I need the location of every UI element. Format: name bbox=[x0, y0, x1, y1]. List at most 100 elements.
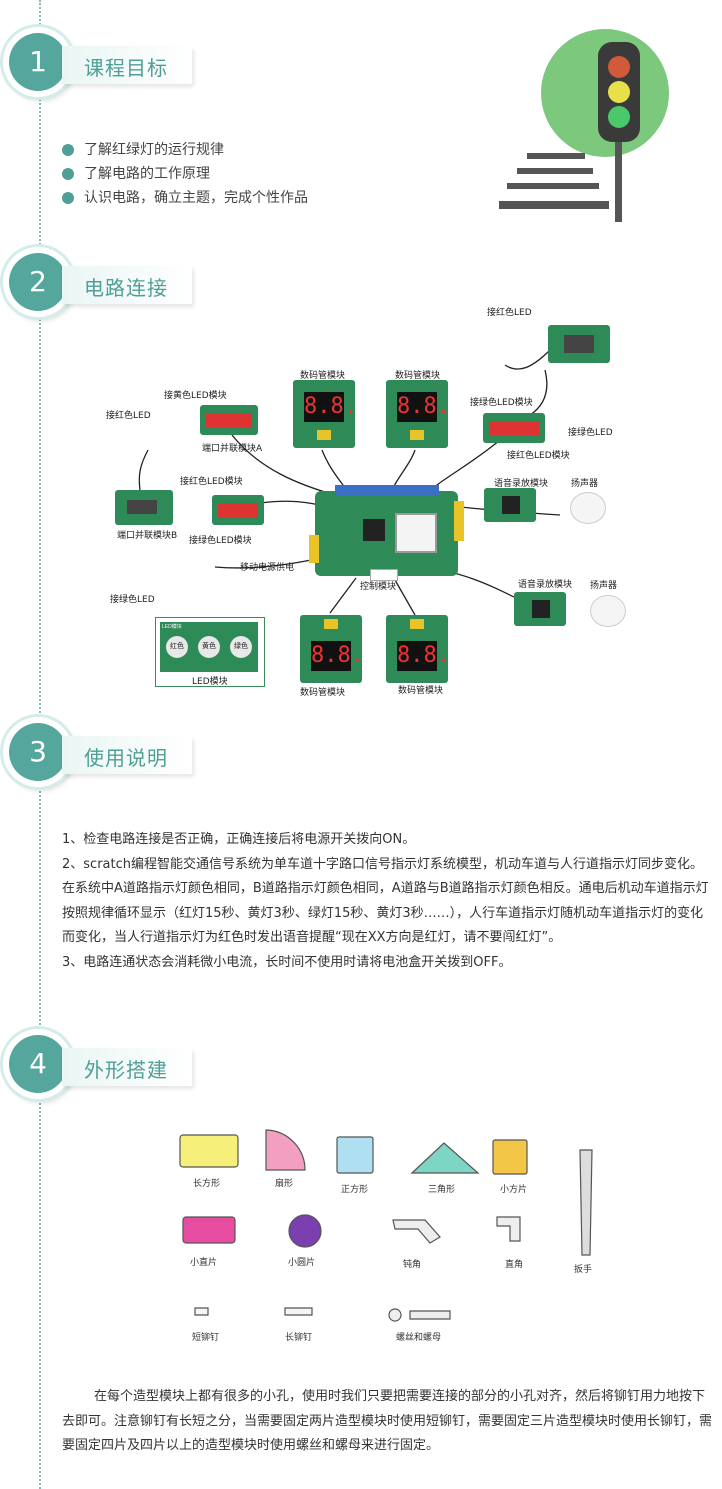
label-green-led-left: 接绿色LED bbox=[110, 595, 155, 605]
port-yellow bbox=[454, 501, 464, 541]
rect-part-icon bbox=[179, 1134, 239, 1168]
section-2-header: 2 电路连接 bbox=[0, 244, 722, 334]
connector-red bbox=[206, 413, 252, 427]
label-red-led-left: 接红色LED bbox=[106, 411, 151, 421]
label-red-led-module-left: 接红色LED模块 bbox=[180, 477, 243, 487]
part-label: 扇形 bbox=[275, 1179, 294, 1189]
small-round-part-icon bbox=[288, 1214, 322, 1248]
assembly-text: 在每个造型模块上都有很多的小孔，使用时我们只要把需要连接的部分的小孔对齐，然后将… bbox=[62, 1389, 713, 1453]
label-red-led-module-right: 接红色LED模块 bbox=[507, 451, 570, 461]
chip-icon bbox=[363, 519, 385, 541]
label-red-led-top: 接红色LED bbox=[487, 308, 532, 318]
list-item: 了解红绿灯的运行规律 bbox=[62, 138, 308, 162]
label-green-led-right: 接绿色LED bbox=[568, 428, 613, 438]
triangle-part-icon bbox=[410, 1142, 480, 1174]
section-number: 4 bbox=[9, 1035, 67, 1093]
parts-diagram: 长方形 扇形 正方形 三角形 小方片 扳手 小直片 小圆片 钝角 直角 短铆钉 … bbox=[0, 1125, 722, 1355]
speaker-icon bbox=[570, 492, 606, 524]
section-title: 课程目标 bbox=[84, 56, 168, 80]
section-3-header: 3 使用说明 bbox=[0, 714, 722, 804]
part-label: 长方形 bbox=[193, 1179, 221, 1189]
led-board: 红色 黄色 绿色 LED模块 bbox=[160, 622, 258, 672]
section-tab bbox=[62, 1048, 192, 1086]
part-label: 螺丝和螺母 bbox=[396, 1333, 442, 1343]
label-seg-bottom-left: 数码管模块 bbox=[300, 688, 346, 698]
connector-red bbox=[218, 503, 258, 517]
long-rivet-icon bbox=[284, 1307, 313, 1316]
crosswalk-stripe bbox=[507, 183, 599, 189]
yellow-light-icon bbox=[608, 81, 630, 103]
crosswalk-stripe bbox=[499, 201, 609, 209]
section-tab bbox=[62, 736, 192, 774]
usage-item: 1、检查电路连接是否正确，正确连接后将电源开关拨向ON。 bbox=[62, 832, 416, 847]
section-title: 使用说明 bbox=[84, 746, 168, 770]
label-port-parallel-b: 端口并联模块B bbox=[117, 531, 178, 541]
nut-icon bbox=[388, 1308, 402, 1322]
section-tab bbox=[62, 266, 192, 304]
segment-display: 8.8. bbox=[397, 392, 450, 422]
part-label: 扳手 bbox=[574, 1265, 593, 1275]
part-label: 小直片 bbox=[190, 1258, 218, 1268]
label-yellow-led-module: 接黄色LED模块 bbox=[164, 391, 227, 401]
crosswalk-stripe bbox=[527, 153, 585, 159]
section-number: 1 bbox=[9, 33, 67, 91]
label-voice-bottom: 语音录放模块 bbox=[518, 580, 573, 590]
segment-module: 8.8. bbox=[386, 380, 450, 448]
pole bbox=[615, 130, 622, 222]
label-green-led-module-right: 接绿色LED模块 bbox=[470, 398, 533, 408]
port-header bbox=[335, 485, 439, 495]
usage-instructions: 1、检查电路连接是否正确，正确连接后将电源开关拨向ON。 2、scratch编程… bbox=[62, 828, 714, 975]
control-board bbox=[309, 485, 464, 581]
label-voice-top: 语音录放模块 bbox=[494, 479, 549, 489]
connector-red bbox=[489, 421, 539, 435]
led-module-box: 红色 黄色 绿色 LED模块 LED模块 bbox=[155, 617, 265, 687]
list-item: 了解电路的工作原理 bbox=[62, 162, 308, 186]
connector-black bbox=[127, 500, 157, 514]
square-part-icon bbox=[336, 1136, 374, 1174]
short-rivet-icon bbox=[194, 1307, 209, 1316]
parts-shapes bbox=[179, 1129, 593, 1322]
part-label: 长铆钉 bbox=[285, 1333, 313, 1343]
port-yellow bbox=[309, 535, 319, 563]
section-4-header: 4 外形搭建 bbox=[0, 1026, 722, 1116]
chip-icon bbox=[532, 600, 550, 618]
usage-item: 2、scratch编程智能交通信号系统为单车道十字路口信号指示灯系统模型，机动车… bbox=[62, 856, 709, 946]
segment-display: 8.8. bbox=[397, 641, 450, 671]
voice-module bbox=[514, 592, 566, 626]
red-light-icon bbox=[608, 56, 630, 78]
led-red-label: 红色 bbox=[166, 636, 188, 658]
segment-display: 8.8. bbox=[311, 641, 364, 671]
label-speaker-top: 扬声器 bbox=[571, 479, 599, 489]
label-seg-bottom-right: 数码管模块 bbox=[398, 686, 444, 696]
goal-text: 了解红绿灯的运行规律 bbox=[84, 142, 224, 158]
label-green-led-module-left: 接绿色LED模块 bbox=[189, 536, 252, 546]
bullet-icon bbox=[62, 168, 74, 180]
section-badge: 1 bbox=[3, 27, 73, 97]
connector-black bbox=[564, 335, 594, 353]
part-label: 钝角 bbox=[403, 1260, 422, 1270]
speaker-icon bbox=[590, 595, 626, 627]
sector-part-icon bbox=[265, 1129, 306, 1171]
port-parallel-module bbox=[548, 325, 610, 363]
led-connector-module bbox=[212, 495, 264, 525]
voice-module bbox=[484, 488, 536, 522]
section-badge: 4 bbox=[3, 1029, 73, 1099]
segment-display: 8.8. bbox=[304, 392, 357, 422]
part-label: 短铆钉 bbox=[192, 1333, 220, 1343]
segment-module: 8.8. bbox=[293, 380, 357, 448]
port-yellow bbox=[324, 619, 338, 629]
led-tag-label: LED模块 bbox=[162, 624, 182, 630]
right-angle-part-icon bbox=[496, 1216, 521, 1242]
section-badge: 3 bbox=[3, 717, 73, 787]
led-connector-module bbox=[200, 405, 258, 435]
label-seg-top-left: 数码管模块 bbox=[300, 371, 346, 381]
screw-icon bbox=[409, 1310, 451, 1320]
port-yellow bbox=[410, 430, 424, 440]
obtuse-part-icon bbox=[392, 1219, 441, 1244]
list-item: 认识电路，确立主题，完成个性作品 bbox=[62, 186, 308, 210]
small-square-part-icon bbox=[492, 1139, 528, 1175]
segment-module: 8.8. bbox=[300, 615, 364, 683]
label-seg-top-right: 数码管模块 bbox=[395, 371, 441, 381]
section-number: 3 bbox=[9, 723, 67, 781]
section-1-header: 1 课程目标 bbox=[0, 24, 722, 114]
